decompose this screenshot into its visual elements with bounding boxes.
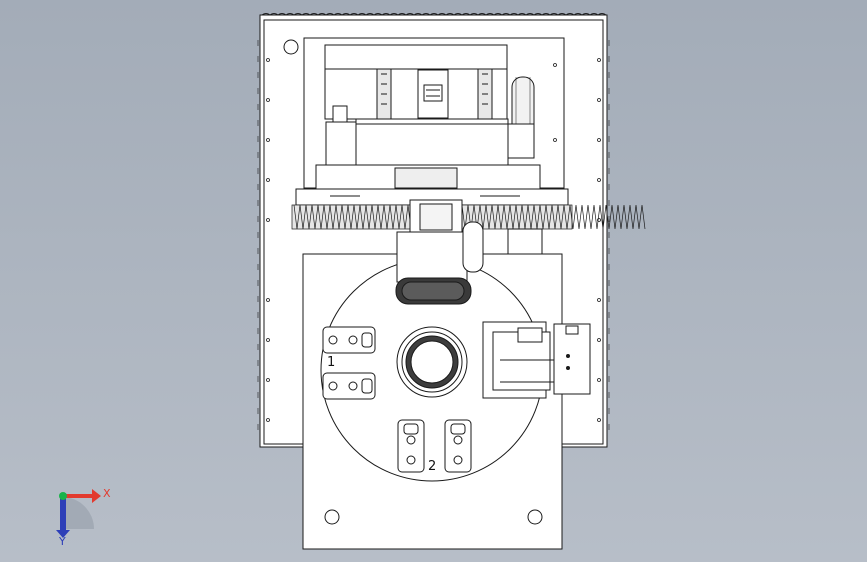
gripper-head xyxy=(395,221,484,305)
y-axis-label: Y xyxy=(58,535,66,548)
y-axis-arrow xyxy=(60,496,66,532)
fixture-3 xyxy=(397,419,425,473)
z-axis-dot xyxy=(59,492,67,500)
x-axis-arrow xyxy=(62,494,92,498)
fixtures xyxy=(322,326,472,473)
x-axis-label: X xyxy=(103,487,111,500)
upper-slide-assembly xyxy=(324,44,535,167)
axis-triad: X Y xyxy=(56,487,111,548)
carriage xyxy=(295,164,569,206)
center-hub xyxy=(396,326,468,398)
side-actuator xyxy=(482,321,591,399)
fixture-1 xyxy=(322,326,376,354)
fixture-2 xyxy=(322,372,376,400)
label-1: 1 xyxy=(327,355,335,370)
mount-hole xyxy=(283,39,299,55)
fixture-4 xyxy=(444,419,472,473)
gear-rack xyxy=(291,199,646,256)
label-2: 2 xyxy=(428,459,436,474)
